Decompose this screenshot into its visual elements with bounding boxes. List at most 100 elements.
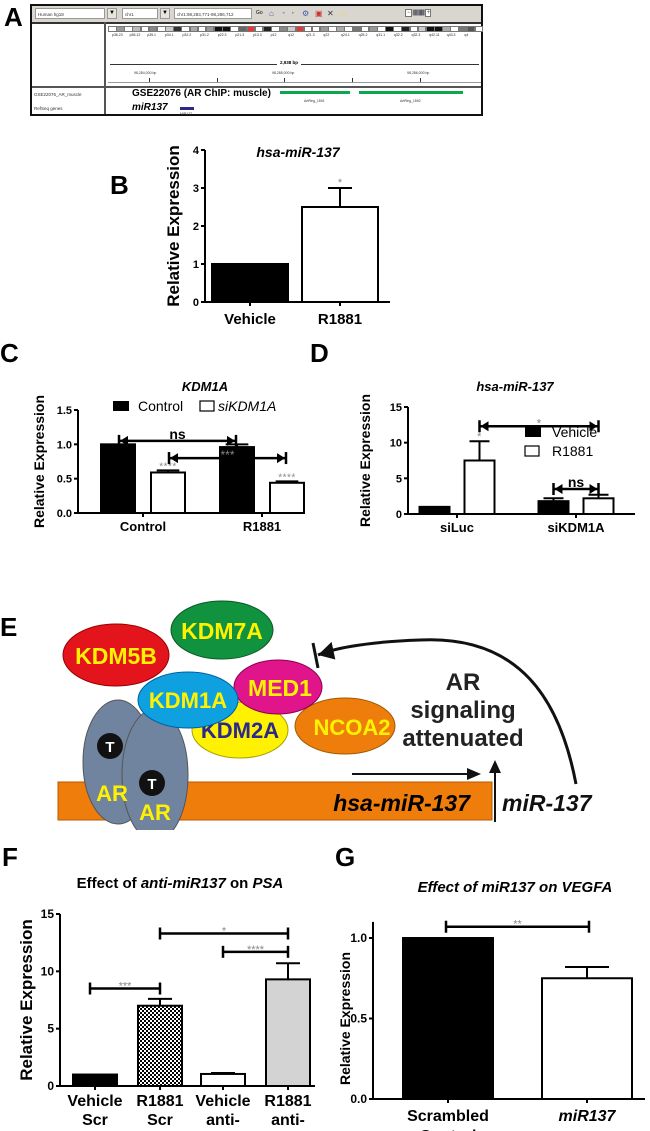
y-tick-label: 4 xyxy=(193,145,200,157)
feature-label: ArtReg_1592 xyxy=(400,99,421,103)
protein-label: KDM5B xyxy=(75,643,157,669)
significance-label: * xyxy=(477,431,482,443)
close-icon[interactable]: ✕ xyxy=(327,9,334,18)
go-button[interactable]: Go xyxy=(256,10,263,16)
y-tick-label: 0 xyxy=(193,297,199,309)
region-icon[interactable]: ▣ xyxy=(315,9,323,18)
x-tick-label: Scrambled xyxy=(407,1108,489,1125)
significance-label: * xyxy=(222,925,227,937)
title-part: Effect of xyxy=(77,875,141,892)
bp-label: 98,286,000 bp xyxy=(407,71,430,75)
cytoband-label: p32.2 xyxy=(182,33,192,37)
chromosome-select[interactable]: chr1 xyxy=(122,8,158,19)
x-tick-label: R1881 xyxy=(318,311,362,328)
forward-icon[interactable]: ▸ xyxy=(292,10,295,16)
track-name: RefSeq genes xyxy=(34,106,63,111)
refresh-icon[interactable]: ⚙ xyxy=(302,9,310,18)
bracket-arrowhead xyxy=(480,421,489,432)
cytoband-label: q24.1 xyxy=(341,33,350,37)
panel-letter-b: B xyxy=(110,170,129,200)
title-part: PSA xyxy=(253,875,284,892)
cytoband-label: p13.3 xyxy=(252,33,262,37)
x-tick-label: siLuc xyxy=(440,520,474,535)
x-tick-label: siKDM1A xyxy=(547,520,605,535)
significance-label: ns xyxy=(568,474,585,490)
chromosome-ideogram xyxy=(108,26,484,33)
y-tick-label: 0 xyxy=(47,1079,54,1093)
bp-label: 98,284,000 bp xyxy=(134,71,157,75)
ruler-tick xyxy=(352,78,353,83)
ar-label: AR xyxy=(139,800,171,825)
zoom-slider[interactable]: − ||||||||||||||||||||| + xyxy=(405,9,481,18)
back-icon[interactable]: ◂ xyxy=(282,10,285,16)
zoom-out-icon[interactable]: − xyxy=(405,9,412,17)
ruler-tick xyxy=(149,78,150,83)
protein-label: NCOA2 xyxy=(313,715,390,740)
gene-label: hsa-miR-137 xyxy=(333,790,471,816)
med1-protein xyxy=(233,659,323,715)
chromosome-dropdown-icon[interactable]: ▼ xyxy=(160,8,170,19)
x-tick-label: Vehicle xyxy=(67,1093,122,1110)
x-tick-label: Control xyxy=(120,519,166,534)
cytoband-label: p36.23 xyxy=(112,33,123,37)
bracket-arrowhead xyxy=(277,453,285,464)
browser-toolbar: Human hg18 ▼ chr1 ▼ chr1:98,283,771-98,2… xyxy=(32,6,481,24)
bracket-arrowhead xyxy=(589,421,598,432)
bar xyxy=(137,1004,183,1088)
locus-input[interactable]: chr1:98,283,771-98,286,712 xyxy=(174,8,252,19)
x-tick-label: Scr xyxy=(147,1112,173,1129)
y-tick-label: 15 xyxy=(390,402,402,414)
bar xyxy=(269,481,305,514)
bar xyxy=(582,497,615,515)
y-tick-label: 10 xyxy=(41,964,55,978)
popup-icon[interactable]: ▭ xyxy=(339,9,347,18)
bar xyxy=(537,500,570,516)
mir137-gene-feature[interactable] xyxy=(180,107,194,110)
y-tick-label: 3 xyxy=(193,183,199,195)
genome-dropdown-icon[interactable]: ▼ xyxy=(107,8,117,19)
chip-peak-feature[interactable] xyxy=(359,91,463,94)
x-tick-label: miR137 xyxy=(559,1108,617,1125)
ruler-tick xyxy=(217,78,218,83)
panel-letter-d: D xyxy=(310,338,329,368)
x-tick-label: R1881 xyxy=(243,519,281,534)
bar xyxy=(265,978,311,1087)
chart-title: Effect of anti-miR137 on PSA xyxy=(77,875,284,892)
y-axis-label: Relative Expression xyxy=(357,394,373,527)
genome-select[interactable]: Human hg18 xyxy=(35,8,105,19)
legend-label: Control xyxy=(138,398,183,414)
significance-label: ns xyxy=(169,426,186,442)
x-tick-label: Control xyxy=(420,1128,477,1131)
ruler-axis xyxy=(108,82,481,83)
ruler-tick xyxy=(420,78,421,83)
y-tick-label: 5 xyxy=(396,473,402,485)
outcome-text: AR xyxy=(446,669,481,696)
bar xyxy=(100,443,136,514)
significance-label: *** xyxy=(220,448,234,462)
y-tick-label: 2 xyxy=(193,221,199,233)
x-tick-label: R1881 xyxy=(264,1093,311,1110)
kdm1a-protein xyxy=(137,671,239,729)
significance-label: **** xyxy=(247,944,265,956)
arrowhead xyxy=(318,641,336,660)
chart-title: KDM1A xyxy=(182,379,228,394)
x-tick-label: anti- xyxy=(206,1112,240,1129)
panel-letter-e: E xyxy=(0,612,18,642)
track-title: GSE22076 (AR ChIP: muscle) xyxy=(132,88,271,99)
kdm5b-protein xyxy=(62,623,170,687)
legend-swatch-r1881 xyxy=(524,445,540,457)
protein-label: MED1 xyxy=(248,675,312,701)
title-part: on xyxy=(226,875,253,892)
gene-track-title: miR137 xyxy=(132,102,168,113)
chip-peak-feature[interactable] xyxy=(280,91,350,94)
y-tick-label: 10 xyxy=(390,438,402,450)
bracket-arrowhead xyxy=(554,484,563,495)
bar xyxy=(402,937,494,1100)
zoom-ticks: ||||||||||||||||||||| xyxy=(412,10,425,16)
kdm7a-protein xyxy=(170,600,274,660)
zoom-in-icon[interactable]: + xyxy=(424,9,432,17)
home-icon[interactable]: ⌂ xyxy=(269,9,274,18)
bracket-arrowhead xyxy=(170,453,178,464)
